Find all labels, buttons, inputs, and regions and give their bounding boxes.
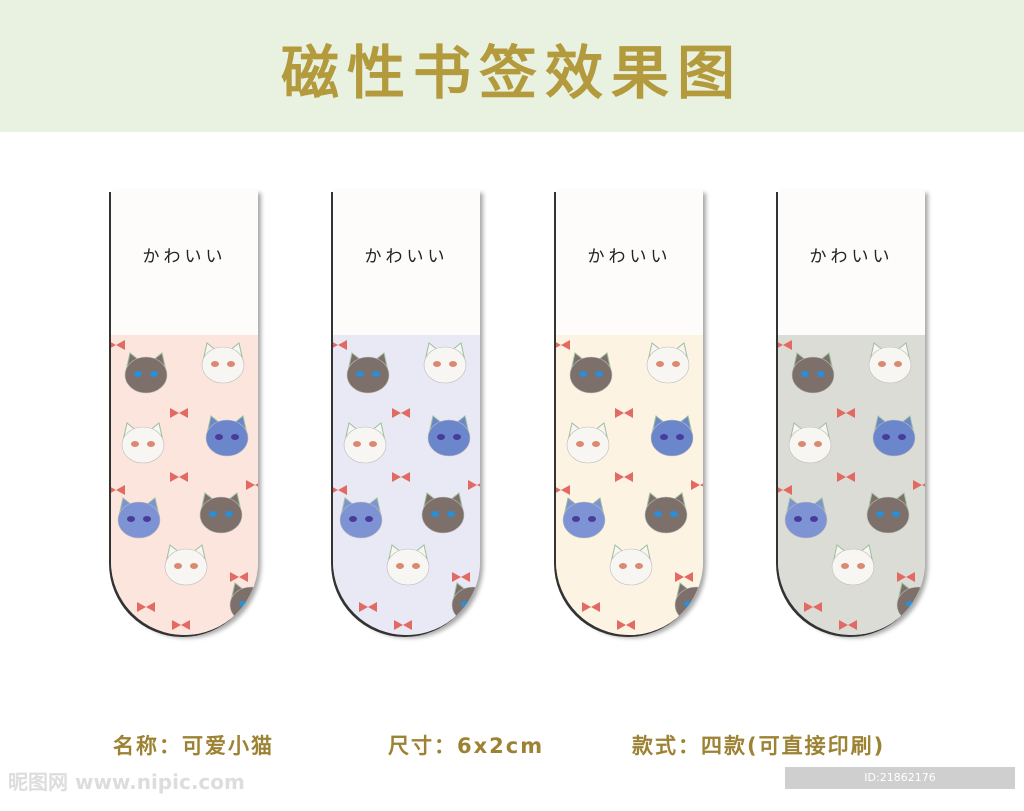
cat-face-icon [644, 492, 688, 534]
cat-face-icon [205, 415, 249, 457]
bow-icon [615, 408, 633, 418]
cat-face-icon [121, 422, 165, 464]
bow-icon [452, 572, 470, 582]
bow-icon [913, 480, 925, 490]
bow-icon [394, 620, 412, 630]
bow-icon [170, 408, 188, 418]
cat-face-icon [831, 544, 875, 586]
bow-icon [468, 480, 480, 490]
bow-icon [778, 340, 792, 350]
cat-face-icon [896, 582, 925, 624]
bow-icon [333, 485, 347, 495]
bow-icon [137, 602, 155, 612]
cat-face-icon [646, 342, 690, 384]
info-style: 款式：四款(可直接印刷) [632, 734, 886, 758]
cat-face-icon [346, 352, 390, 394]
cat-face-icon [569, 352, 613, 394]
bookmark-text: かわいい [364, 247, 449, 267]
cat-face-icon [451, 582, 480, 624]
cat-face-icon [229, 582, 258, 624]
header-band: 磁性书签效果图 [0, 0, 1024, 132]
bookmark-text: かわいい [142, 247, 227, 267]
bookmark-cream: かわいい [556, 190, 703, 635]
bow-icon [804, 602, 822, 612]
cat-face-icon [609, 544, 653, 586]
cat-pattern [556, 335, 703, 635]
cat-face-icon [343, 422, 387, 464]
cat-face-icon [674, 582, 703, 624]
bow-icon [837, 472, 855, 482]
cat-face-icon [868, 342, 912, 384]
cat-face-icon [566, 422, 610, 464]
bow-icon [111, 485, 125, 495]
cat-face-icon [201, 342, 245, 384]
cat-face-icon [562, 497, 606, 539]
bow-icon [556, 485, 570, 495]
bow-icon [246, 480, 258, 490]
bow-icon [333, 340, 347, 350]
bow-icon [615, 472, 633, 482]
cat-face-icon [650, 415, 694, 457]
cat-face-icon [788, 422, 832, 464]
bow-icon [172, 620, 190, 630]
bookmark-text: かわいい [809, 247, 894, 267]
bookmark-lavender: かわいい [333, 190, 480, 635]
cat-face-icon [872, 415, 916, 457]
bookmark-gray: かわいい [778, 190, 925, 635]
bow-icon [691, 480, 703, 490]
cat-face-icon [164, 544, 208, 586]
cat-face-icon [421, 492, 465, 534]
image-id-label: ID:21862176 NO:20191114142953925080 [785, 767, 1015, 806]
cat-pattern [111, 335, 258, 635]
cat-face-icon [427, 415, 471, 457]
cat-face-icon [791, 352, 835, 394]
bow-icon [230, 572, 248, 582]
bow-icon [359, 602, 377, 612]
cat-face-icon [199, 492, 243, 534]
cat-pattern [333, 335, 480, 635]
bow-icon [837, 408, 855, 418]
bow-icon [111, 340, 125, 350]
cat-face-icon [386, 544, 430, 586]
bow-icon [582, 602, 600, 612]
cat-pattern [778, 335, 925, 635]
page-title: 磁性书签效果图 [280, 39, 743, 107]
cat-face-icon [784, 497, 828, 539]
bow-icon [839, 620, 857, 630]
bookmark-text: かわいい [587, 247, 672, 267]
bookmark-pink: かわいい [111, 190, 258, 635]
cat-face-icon [339, 497, 383, 539]
cat-face-icon [124, 352, 168, 394]
bow-icon [170, 472, 188, 482]
bow-icon [897, 572, 915, 582]
cat-face-icon [423, 342, 467, 384]
bow-icon [675, 572, 693, 582]
cat-face-icon [117, 497, 161, 539]
watermark: 昵图网 www.nipic.com [8, 770, 245, 794]
cat-face-icon [866, 492, 910, 534]
bow-icon [778, 485, 792, 495]
bow-icon [556, 340, 570, 350]
info-size: 尺寸：6x2cm [388, 734, 545, 758]
bow-icon [392, 472, 410, 482]
bow-icon [392, 408, 410, 418]
info-name: 名称：可爱小猫 [113, 734, 274, 758]
bow-icon [617, 620, 635, 630]
